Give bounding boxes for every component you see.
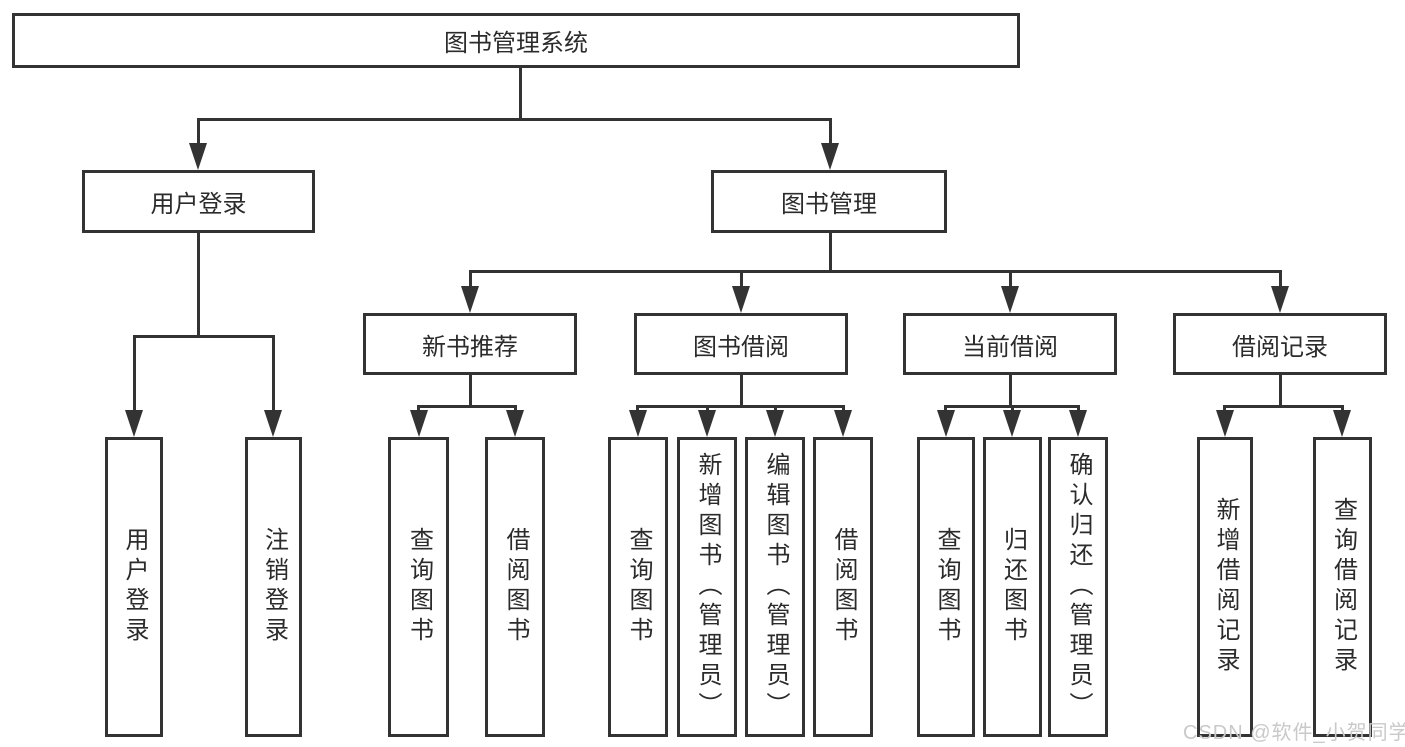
connector-line — [740, 270, 743, 290]
connector-line — [1279, 373, 1282, 408]
connector-line — [774, 405, 777, 414]
connector-line — [272, 335, 275, 413]
arrow-down-icon — [506, 410, 524, 437]
node-leaf-edit-books-admin: 编辑图书（管理员） — [745, 437, 805, 737]
arrow-down-icon — [1216, 410, 1234, 437]
connector-line — [636, 405, 639, 414]
node-label: 确认归还（管理员） — [1065, 452, 1092, 722]
connector-line — [133, 335, 275, 338]
arrow-down-icon — [821, 143, 839, 170]
arrow-down-icon — [1003, 410, 1021, 437]
node-label: 查询图书 — [625, 527, 652, 647]
node-leaf-query-books-recommend: 查询图书 — [388, 437, 449, 737]
connector-line — [829, 231, 832, 273]
connector-line — [417, 405, 420, 414]
node-label: 查询图书 — [405, 527, 433, 647]
arrow-down-icon — [410, 410, 428, 437]
connector-line — [417, 405, 517, 408]
arrow-down-icon — [1069, 410, 1087, 437]
arrow-down-icon — [1271, 286, 1289, 313]
node-book-management: 图书管理 — [711, 170, 947, 233]
node-label: 当前借阅 — [962, 333, 1058, 361]
node-leaf-borrow-books: 借阅图书 — [813, 437, 873, 737]
node-label: 归还图书 — [999, 527, 1027, 647]
node-new-book-recommend: 新书推荐 — [363, 313, 577, 375]
connector-line — [1223, 405, 1226, 414]
connector-line — [469, 373, 472, 408]
connector-line — [636, 405, 845, 408]
connector-line — [197, 118, 200, 146]
connector-line — [1009, 373, 1012, 408]
connector-line — [514, 405, 517, 414]
connector-line — [1223, 405, 1344, 408]
connector-line — [842, 405, 845, 414]
node-current-borrow: 当前借阅 — [903, 313, 1117, 375]
node-root: 图书管理系统 — [12, 13, 1020, 68]
node-label: 用户登录 — [150, 191, 247, 218]
connector-line — [740, 373, 743, 408]
connector-line — [1279, 270, 1282, 290]
arrow-down-icon — [937, 410, 955, 437]
node-leaf-confirm-return-admin: 确认归还（管理员） — [1048, 437, 1108, 737]
node-label: 借阅记录 — [1232, 333, 1328, 361]
connector-line — [197, 231, 200, 338]
node-label: 查询借阅记录 — [1329, 497, 1357, 677]
connector-line — [519, 67, 522, 121]
connector-line — [197, 118, 832, 121]
node-label: 用户登录 — [121, 527, 148, 647]
node-label: 图书借阅 — [693, 333, 789, 361]
connector-line — [133, 335, 136, 413]
arrow-down-icon — [698, 410, 716, 437]
arrow-down-icon — [1333, 410, 1351, 437]
node-book-borrow: 图书借阅 — [634, 313, 848, 375]
arrow-down-icon — [1001, 286, 1019, 313]
connector-line — [944, 405, 947, 414]
arrow-down-icon — [264, 410, 282, 437]
connector-line — [1077, 405, 1080, 414]
arrow-down-icon — [629, 410, 647, 437]
node-leaf-query-books-borrow: 查询图书 — [608, 437, 668, 737]
connector-line — [469, 270, 1282, 273]
connector-line — [1009, 270, 1012, 290]
node-label: 注销登录 — [260, 527, 288, 647]
node-label: 查询图书 — [933, 527, 960, 647]
connector-line — [706, 405, 709, 414]
node-leaf-query-borrow-record: 查询借阅记录 — [1313, 437, 1372, 737]
arrow-down-icon — [732, 286, 750, 313]
watermark: CSDN @软件_小贺同学 — [1183, 722, 1405, 744]
connector-line — [829, 118, 832, 146]
node-label: 新增图书（管理员） — [694, 452, 721, 722]
node-leaf-user-login: 用户登录 — [105, 437, 163, 737]
arrow-down-icon — [461, 286, 479, 313]
node-label: 新增借阅记录 — [1212, 497, 1239, 677]
node-leaf-add-borrow-record: 新增借阅记录 — [1197, 437, 1253, 737]
node-label: 图书管理系统 — [444, 30, 588, 57]
node-leaf-logout: 注销登录 — [245, 437, 302, 737]
node-borrow-records: 借阅记录 — [1173, 313, 1387, 375]
connector-line — [1341, 405, 1344, 414]
arrow-down-icon — [766, 410, 784, 437]
arrow-down-icon — [189, 143, 207, 170]
node-label: 借阅图书 — [502, 527, 529, 647]
connector-line — [1011, 405, 1014, 414]
connector-line — [469, 270, 472, 290]
node-label: 新书推荐 — [422, 333, 518, 361]
arrow-down-icon — [125, 410, 143, 437]
node-leaf-return-books: 归还图书 — [983, 437, 1042, 737]
node-label: 借阅图书 — [830, 527, 857, 647]
node-label: 编辑图书（管理员） — [762, 452, 789, 722]
node-label: 图书管理 — [781, 191, 877, 218]
node-leaf-add-books-admin: 新增图书（管理员） — [677, 437, 737, 737]
node-leaf-query-books-current: 查询图书 — [917, 437, 975, 737]
node-leaf-borrow-books-recommend: 借阅图书 — [485, 437, 545, 737]
node-user-login: 用户登录 — [82, 170, 315, 233]
arrow-down-icon — [834, 410, 852, 437]
